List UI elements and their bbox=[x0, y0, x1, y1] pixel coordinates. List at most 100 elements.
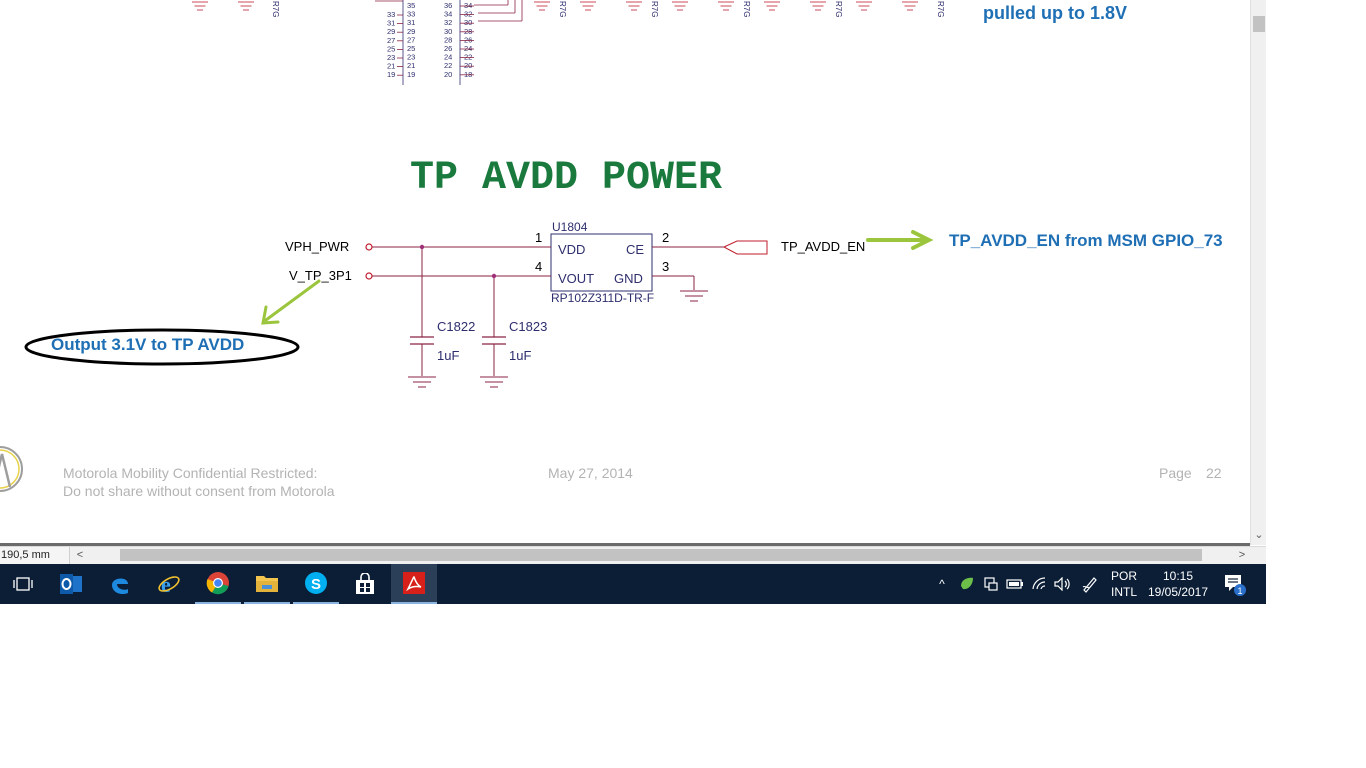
pin-number: 25 bbox=[407, 44, 415, 53]
pen-icon bbox=[1082, 577, 1097, 593]
net-terminal-vtp bbox=[365, 272, 373, 280]
footer-page-number: 22 bbox=[1206, 465, 1222, 481]
ic-part: RP102Z311D-TR-F bbox=[551, 291, 654, 305]
pin-number: 28 bbox=[444, 35, 452, 44]
footer-page-label: Page bbox=[1159, 465, 1192, 481]
skype-taskbar-button[interactable]: S bbox=[293, 564, 339, 604]
pin-number-1: 1 bbox=[535, 230, 542, 245]
clock[interactable]: 10:15 19/05/2017 bbox=[1145, 568, 1211, 600]
cap-value-c1823: 1uF bbox=[509, 348, 531, 363]
task-view-button[interactable] bbox=[0, 564, 46, 604]
pin-number: 32 bbox=[464, 10, 472, 19]
pin-number-4: 4 bbox=[535, 259, 542, 274]
motorola-logo bbox=[0, 446, 23, 492]
pin-number: 21 bbox=[387, 62, 395, 71]
resistor-label: R7G bbox=[650, 1, 659, 17]
connector-pin-block: 3331292725232119353331292725232119363432… bbox=[375, 0, 523, 85]
annotation-output: Output 3.1V to TP AVDD bbox=[51, 335, 244, 354]
tray-volume[interactable] bbox=[1052, 564, 1074, 604]
battery-icon bbox=[1006, 579, 1023, 589]
wifi-icon bbox=[1032, 577, 1046, 590]
pin-number: 24 bbox=[464, 44, 472, 53]
pin-number: 28 bbox=[464, 27, 472, 36]
tray-pen[interactable] bbox=[1079, 564, 1101, 604]
viewer-separator bbox=[0, 543, 1250, 546]
tray-app-icon[interactable] bbox=[956, 564, 978, 604]
status-row: 190,5 mm < > bbox=[0, 546, 1266, 564]
clock-time: 10:15 bbox=[1162, 569, 1194, 583]
horizontal-scroll-thumb[interactable] bbox=[120, 549, 1202, 561]
tray-wifi[interactable] bbox=[1029, 564, 1051, 604]
net-label-tp-avdd-en: TP_AVDD_EN bbox=[781, 239, 865, 254]
skype-icon: S bbox=[305, 572, 327, 594]
scroll-right-button[interactable]: > bbox=[1238, 549, 1246, 561]
pin-number: 27 bbox=[387, 36, 395, 45]
wires bbox=[372, 246, 724, 376]
annotation-arrow-output bbox=[261, 279, 321, 325]
annotation-enable: TP_AVDD_EN from MSM GPIO_73 bbox=[949, 231, 1223, 250]
pin-number-3: 3 bbox=[662, 259, 669, 274]
acrobat-taskbar-button[interactable] bbox=[391, 564, 437, 604]
outlook-taskbar-button[interactable] bbox=[48, 564, 94, 604]
vertical-scroll-thumb[interactable] bbox=[1253, 16, 1265, 32]
show-hidden-icons[interactable]: ^ bbox=[939, 577, 945, 591]
pin-number: 21 bbox=[407, 61, 415, 70]
section-title: TP AVDD POWER bbox=[410, 156, 722, 201]
vertical-scrollbar[interactable]: ⌄ bbox=[1250, 0, 1266, 545]
store-icon bbox=[356, 573, 374, 594]
resistor-label: R7G bbox=[271, 1, 280, 17]
folder-icon bbox=[256, 576, 278, 592]
clock-date: 19/05/2017 bbox=[1147, 585, 1209, 599]
pin-number: 20 bbox=[464, 61, 472, 70]
volume-icon bbox=[1054, 577, 1070, 591]
file-explorer-taskbar-button[interactable] bbox=[244, 564, 290, 604]
svg-text:S: S bbox=[311, 576, 321, 593]
internet-explorer-taskbar-button[interactable]: e bbox=[146, 564, 192, 604]
resistor-label: R7G bbox=[558, 1, 567, 17]
top-note: pulled up to 1.8V bbox=[983, 3, 1127, 23]
cap-ref-c1823: C1823 bbox=[509, 319, 547, 334]
language-code: POR bbox=[1110, 569, 1137, 583]
pin-number: 20 bbox=[444, 70, 452, 79]
scroll-left-button[interactable]: < bbox=[76, 549, 84, 561]
resistor-label: R7G bbox=[742, 1, 751, 17]
pin-number: 23 bbox=[387, 53, 395, 62]
pin-number: 34 bbox=[464, 1, 472, 10]
pin-number: 18 bbox=[464, 70, 472, 79]
pin-number: 36 bbox=[444, 1, 452, 10]
port-symbol-en bbox=[722, 240, 768, 255]
cap-ref-c1822: C1822 bbox=[437, 319, 475, 334]
junction-dot bbox=[419, 244, 425, 250]
chrome-taskbar-button[interactable] bbox=[195, 564, 241, 604]
notification-count: 1 bbox=[1238, 586, 1243, 596]
pin-number: 31 bbox=[387, 19, 395, 28]
pin-number: 27 bbox=[407, 35, 415, 44]
pin-number: 22 bbox=[464, 53, 472, 62]
horizontal-scrollbar[interactable] bbox=[88, 549, 1234, 561]
capacitor-symbol bbox=[410, 336, 506, 345]
svg-text:e: e bbox=[161, 572, 171, 596]
net-label-vph-pwr: VPH_PWR bbox=[285, 239, 349, 254]
language-indicator[interactable]: POR INTL bbox=[1106, 568, 1142, 600]
notification-icon: 1 bbox=[1225, 575, 1246, 596]
pin-number: 22 bbox=[444, 61, 452, 70]
action-center-button[interactable]: 1 bbox=[1220, 564, 1248, 604]
task-view-icon bbox=[13, 577, 33, 591]
edge-icon bbox=[112, 578, 128, 595]
pin-number: 33 bbox=[407, 10, 415, 19]
edge-taskbar-button[interactable] bbox=[97, 564, 143, 604]
schematic-page: 3331292725232119353331292725232119363432… bbox=[0, 0, 1223, 499]
pin-number: 26 bbox=[464, 35, 472, 44]
tray-battery[interactable] bbox=[1004, 564, 1026, 604]
pin-number: 23 bbox=[407, 53, 415, 62]
tray-network-drive[interactable] bbox=[980, 564, 1002, 604]
annotation-ellipse bbox=[24, 328, 300, 366]
resistor-label: R7G bbox=[936, 1, 945, 17]
scroll-down-button[interactable]: ⌄ bbox=[1254, 529, 1264, 541]
ic-pin-ce: CE bbox=[626, 242, 644, 257]
pin-number: 24 bbox=[444, 53, 452, 62]
device-icon bbox=[984, 577, 998, 591]
ic-body bbox=[550, 233, 653, 292]
store-taskbar-button[interactable] bbox=[342, 564, 388, 604]
